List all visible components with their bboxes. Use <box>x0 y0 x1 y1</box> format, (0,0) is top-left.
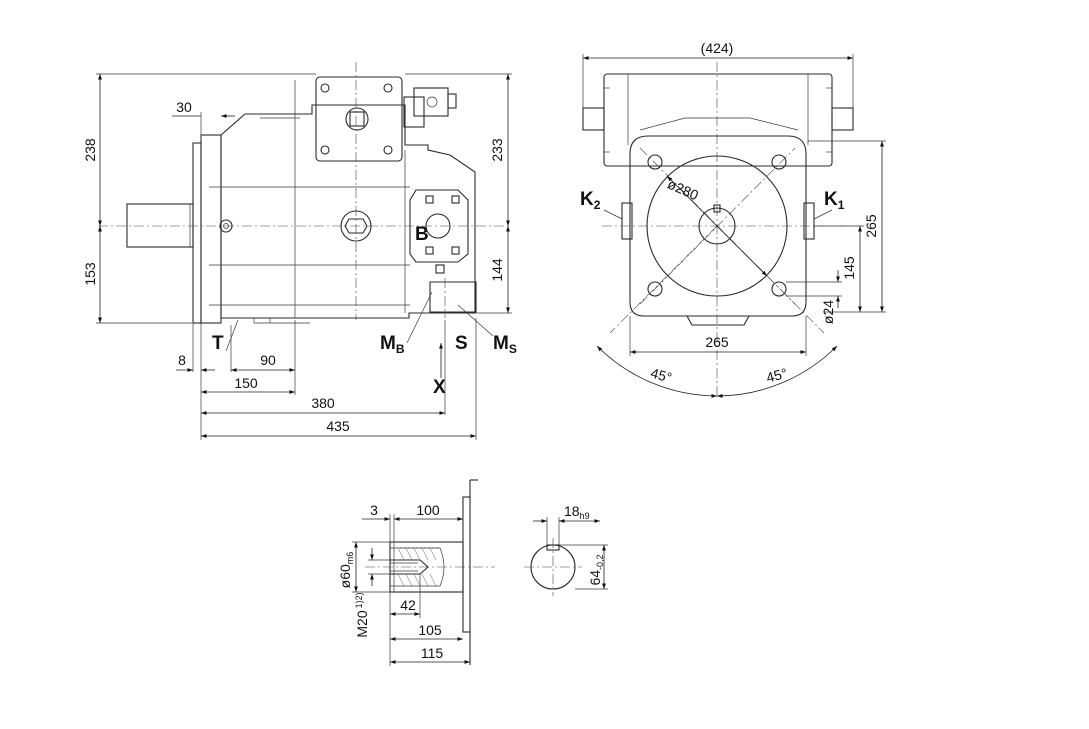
port-label-ms: MS <box>493 333 517 356</box>
dim-m20: M201)2) <box>354 592 370 637</box>
valve-icon <box>413 87 449 117</box>
dim-18: 18h9 <box>564 503 590 521</box>
port-label-k2: K2 <box>580 189 601 212</box>
control-block <box>315 76 403 162</box>
dim-105: 105 <box>418 622 442 638</box>
angle-45-left: 45° <box>649 365 674 386</box>
side-view: 238 153 30 233 144 8 90 150 <box>82 62 517 440</box>
dim-435: 435 <box>326 418 350 434</box>
shaft-detail: 3 100 ø60m6 M201)2) 42 105 115 18 <box>337 479 608 666</box>
port-label-t: T <box>212 333 224 354</box>
port-label-b: B <box>415 224 429 245</box>
mounting-flange <box>192 142 202 324</box>
port-label-s: S <box>455 333 468 354</box>
port-label-x: X <box>433 377 446 398</box>
dim-64: 64-0,2 <box>587 554 605 585</box>
dim-115: 115 <box>421 645 444 661</box>
angle-45-right: 45° <box>764 365 789 386</box>
dim-90: 90 <box>260 352 276 368</box>
front-top-block <box>603 73 833 167</box>
dim-d280: ø280 <box>665 176 701 204</box>
dim-153: 153 <box>82 262 98 286</box>
dim-30: 30 <box>176 99 192 115</box>
front-flange <box>629 135 807 317</box>
port-label-mb: MB <box>380 333 405 356</box>
dim-265-vertical: 265 <box>863 214 879 238</box>
dim-100: 100 <box>416 502 440 518</box>
drive-shaft <box>126 203 194 248</box>
pump-housing <box>220 104 476 319</box>
dim-238: 238 <box>82 138 98 162</box>
dim-265-horizontal: 265 <box>705 334 729 350</box>
dim-424: (424) <box>701 40 734 56</box>
dim-233: 233 <box>489 138 505 162</box>
port-b-flange <box>409 189 469 263</box>
dim-150: 150 <box>234 375 258 391</box>
dim-8: 8 <box>178 352 186 368</box>
dim-3: 3 <box>370 502 378 518</box>
shaft-flange-plate <box>462 496 471 633</box>
dim-144: 144 <box>489 258 505 282</box>
dim-d24: ø24 <box>820 300 836 324</box>
front-view: ø280 (424) 265 145 ø24 265 45° 45° K2 <box>580 40 886 398</box>
dim-145: 145 <box>841 256 857 280</box>
dim-380: 380 <box>311 395 335 411</box>
dim-42: 42 <box>400 597 416 613</box>
dim-d60: ø60m6 <box>337 552 355 589</box>
port-label-k1: K1 <box>824 189 845 212</box>
